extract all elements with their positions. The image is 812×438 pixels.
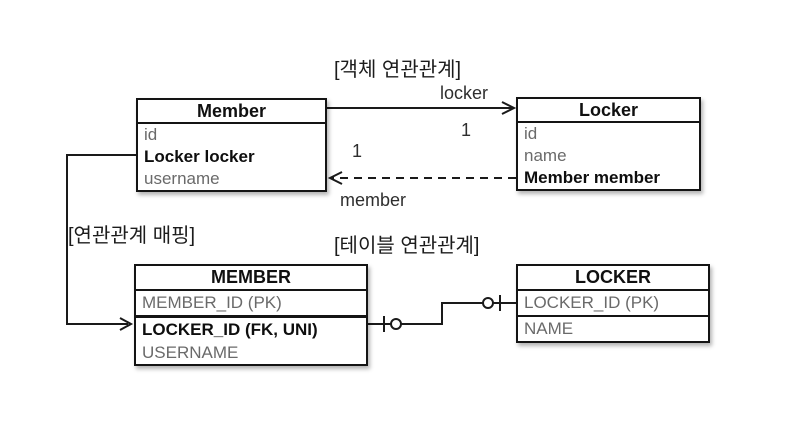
member-table-title: MEMBER (136, 266, 366, 291)
table-association-title: [테이블 연관관계] (334, 235, 480, 257)
member-table-column-locker-id: LOCKER_ID (FK, UNI) (142, 320, 318, 339)
member-class-box: Member id Locker locker username (136, 98, 327, 192)
member-multiplicity-label: 1 (352, 141, 363, 161)
zero-circle-locker-side (482, 297, 494, 309)
locker-class-field-name: name (524, 146, 567, 165)
locker-table-column-locker-id: LOCKER_ID (PK) (518, 291, 708, 317)
locker-table-column-name: NAME (524, 319, 574, 338)
mapping-title: [연관관계 매핑] (68, 225, 196, 247)
member-class-title: Member (138, 100, 325, 124)
mapping-connector-arrow (66, 154, 136, 331)
member-class-field-id: id (144, 125, 158, 144)
locker-table-title: LOCKER (518, 266, 708, 291)
member-table-column-member-id: MEMBER_ID (PK) (136, 291, 366, 318)
member-table-box: MEMBER MEMBER_ID (PK) LOCKER_ID (FK, UNI… (134, 264, 368, 366)
object-association-title: [객체 연관관계] (334, 59, 462, 81)
locker-class-field-id: id (524, 124, 538, 143)
locker-class-title: Locker (518, 99, 699, 123)
table-relationship-connector (368, 295, 516, 332)
locker-class-box: Locker id name Member member (516, 97, 701, 191)
locker-association-arrow (327, 101, 517, 115)
member-class-field-username: username (144, 169, 220, 188)
member-table-column-username: USERNAME (142, 343, 239, 362)
member-role-label: member (340, 190, 407, 210)
locker-multiplicity-label: 1 (461, 120, 472, 140)
member-class-field-locker: Locker locker (144, 147, 255, 166)
locker-class-field-member: Member member (524, 168, 661, 187)
member-association-dashed-arrow (327, 171, 516, 185)
zero-circle-member-side (390, 318, 402, 330)
locker-table-box: LOCKER LOCKER_ID (PK) NAME (516, 264, 710, 343)
locker-role-label: locker (440, 83, 489, 103)
